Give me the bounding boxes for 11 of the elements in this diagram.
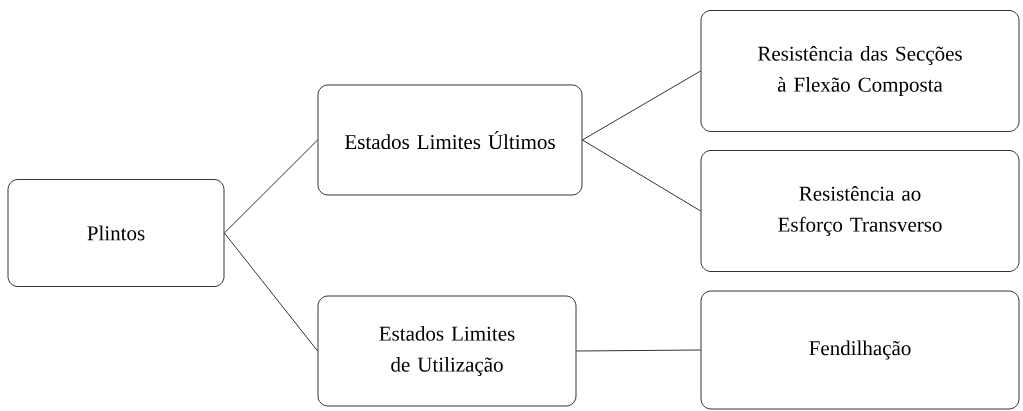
connector-line [224, 232, 318, 352]
text-box: Plintos [7, 179, 225, 287]
text-box: Estados Limites Últimos [317, 84, 583, 196]
connector-line [582, 139, 701, 212]
text-box: Resistência das Secções à Flexão Composta [700, 10, 1020, 132]
connector-line [576, 349, 701, 352]
text-box: Fendilhação [700, 290, 1020, 410]
text-box: Resistência ao Esforço Transverso [700, 150, 1020, 272]
connector-line [224, 139, 318, 234]
connector-line [582, 70, 701, 141]
text-box: Estados Limites de Utilização [317, 295, 577, 407]
